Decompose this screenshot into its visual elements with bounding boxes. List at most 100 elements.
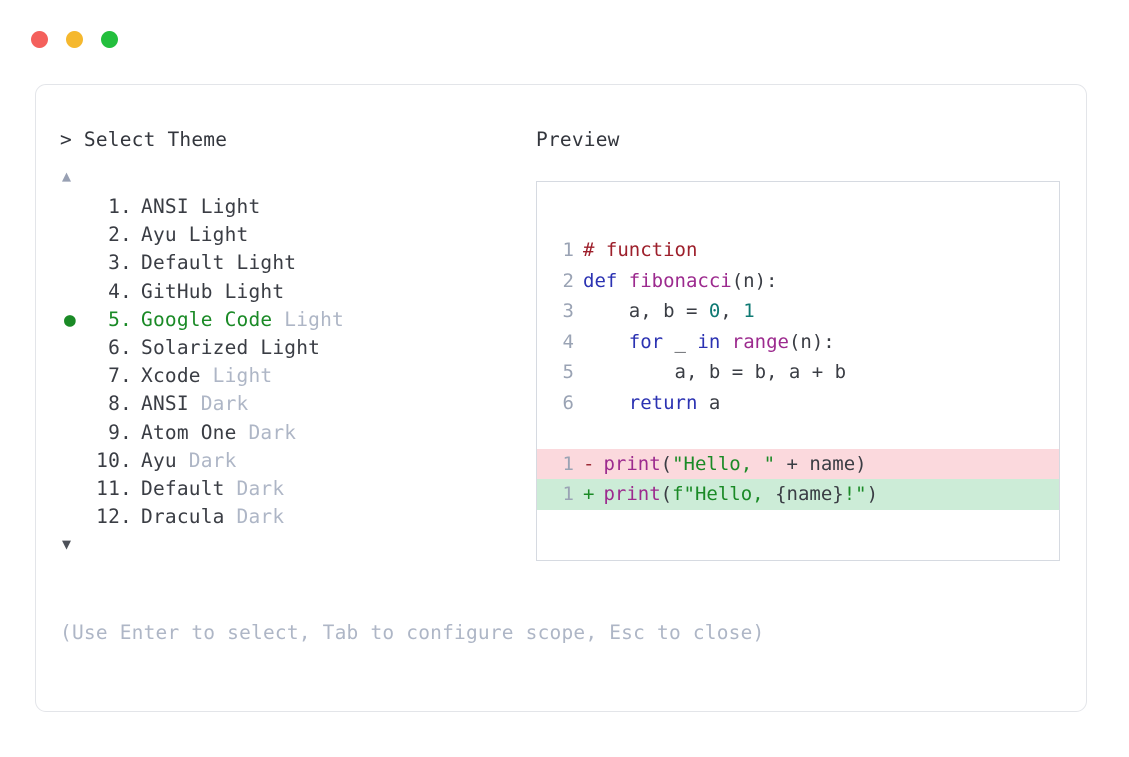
- help-text: (Use Enter to select, Tab to configure s…: [60, 621, 765, 644]
- code-line: 6 return a: [537, 388, 1059, 419]
- code-token: in: [697, 330, 732, 353]
- theme-list-item[interactable]: 3.Default Light: [60, 249, 520, 277]
- code-token: 1: [743, 300, 755, 322]
- theme-list-item[interactable]: 11.Default Dark: [60, 475, 520, 503]
- line-number: 1: [562, 452, 574, 475]
- code-token: [583, 331, 629, 353]
- theme-item-name: Ayu Light: [141, 223, 249, 247]
- code-token: print: [603, 483, 661, 505]
- preview-title: Preview: [536, 128, 620, 151]
- theme-item-variant: Dark: [224, 476, 285, 500]
- theme-item-index: 6.: [108, 335, 132, 359]
- minimize-dot-icon[interactable]: [66, 31, 83, 48]
- code-token: + name): [775, 452, 867, 475]
- code-token: def: [583, 269, 629, 292]
- theme-list-item[interactable]: 6. Solarized Light: [60, 334, 520, 362]
- theme-list-item[interactable]: 4. GitHub Light: [60, 278, 520, 306]
- diff-marker: -: [583, 452, 595, 475]
- code-token: ): [866, 483, 879, 505]
- diff-marker: +: [583, 483, 595, 505]
- theme-list-item[interactable]: 10. Ayu Dark: [60, 447, 520, 475]
- line-number: 4: [562, 330, 574, 353]
- code-token: "Hello, ": [672, 452, 776, 475]
- prompt-title: Select Theme: [83, 128, 228, 151]
- theme-item-name: Ayu: [141, 448, 177, 472]
- scroll-down-arrow-icon[interactable]: ▼: [62, 535, 72, 554]
- theme-item-index: 12.: [96, 505, 132, 529]
- close-dot-icon[interactable]: [31, 31, 48, 48]
- code-blank-line: [537, 418, 1059, 449]
- code-token: range: [731, 330, 789, 353]
- code-token: ,: [720, 300, 744, 322]
- code-token: _: [674, 330, 698, 353]
- line-number: 1: [562, 239, 574, 261]
- theme-item-index: 4.: [108, 279, 132, 303]
- theme-item-name: Dracula: [141, 505, 225, 529]
- theme-list-item[interactable]: 2. Ayu Light: [60, 221, 520, 249]
- theme-list-item[interactable]: 12. Dracula Dark: [60, 503, 520, 531]
- code-line-content: print("Hello, " + name): [603, 449, 866, 480]
- code-line-content: a, b = b, a + b: [583, 357, 847, 388]
- code-token: for: [628, 330, 675, 353]
- theme-item-index: 5.: [108, 307, 132, 331]
- theme-item-name: ANSI: [141, 392, 189, 416]
- line-number: 1: [562, 483, 574, 505]
- code-line-content: return a: [583, 388, 721, 419]
- window-controls: [31, 31, 118, 48]
- code-line-content: for _ in range(n):: [583, 327, 835, 358]
- theme-item-index: 7.: [108, 364, 132, 388]
- theme-item-index: 8.: [108, 392, 132, 416]
- theme-item-variant: Dark: [176, 448, 237, 472]
- maximize-dot-icon[interactable]: [101, 31, 118, 48]
- theme-item-index: 9.: [108, 420, 132, 444]
- scroll-up-arrow-icon[interactable]: ▲: [62, 167, 72, 185]
- theme-list-item[interactable]: ● 5. Google Code Light: [60, 306, 520, 334]
- code-token: !": [843, 483, 867, 505]
- tui-card: > Select Theme ▲ 1. ANSI Light 2. Ayu Light…: [35, 84, 1087, 712]
- theme-item-index: 1.: [108, 195, 132, 218]
- theme-item-variant: Dark: [224, 505, 285, 529]
- diff-line-add: 1 + print(f"Hello, {name}!"): [537, 479, 1059, 510]
- code-token: f"Hello,: [672, 483, 776, 505]
- code-token: fibonacci: [628, 269, 732, 292]
- theme-item-variant: Dark: [236, 420, 297, 444]
- code-line-content: # function: [583, 235, 697, 266]
- code-token: return: [628, 391, 709, 414]
- theme-item-variant: Light: [200, 364, 273, 388]
- theme-item-index: 10.: [96, 448, 132, 472]
- code-line: 4 for _ in range(n):: [537, 327, 1059, 358]
- code-token: a, b =: [583, 300, 709, 322]
- code-token: [583, 392, 629, 414]
- line-number: 6: [562, 391, 574, 414]
- theme-item-name: Google Code: [141, 307, 273, 331]
- code-token: (n):: [788, 330, 835, 353]
- code-token: (: [660, 452, 673, 475]
- theme-item-name: Solarized Light: [141, 335, 321, 359]
- theme-item-index: 2.: [108, 223, 132, 247]
- theme-list-item[interactable]: 1. ANSI Light: [60, 193, 520, 221]
- theme-item-variant: Light: [272, 307, 344, 331]
- code-line-content: a, b = 0, 1: [583, 296, 755, 327]
- theme-item-name: GitHub Light: [141, 279, 285, 303]
- theme-list-item[interactable]: 7.Xcode Light: [60, 362, 520, 390]
- code-line-content: print(f"Hello, {name}!"): [603, 479, 878, 510]
- line-number: 2: [562, 269, 574, 292]
- code-token: a, b = b, a + b: [583, 361, 847, 383]
- page-title: [72, 128, 84, 151]
- code-token: (n):: [731, 269, 778, 292]
- theme-item-variant: Dark: [188, 392, 249, 416]
- selection-bullet-icon: ●: [64, 307, 76, 331]
- theme-item-name: ANSI Light: [141, 195, 261, 218]
- diff-line-del: 1-print("Hello, " + name): [537, 448, 1059, 480]
- theme-list-item[interactable]: 9.Atom One Dark: [60, 419, 520, 447]
- prompt-chevron-icon: >: [60, 128, 72, 151]
- theme-list-item[interactable]: 8. ANSI Dark: [60, 390, 520, 418]
- code-line: 2 def fibonacci(n):: [537, 266, 1059, 297]
- code-token: print: [603, 452, 661, 475]
- prompt-header: > Select Theme: [60, 127, 520, 153]
- code-line: 3 a, b = 0, 1: [537, 296, 1059, 327]
